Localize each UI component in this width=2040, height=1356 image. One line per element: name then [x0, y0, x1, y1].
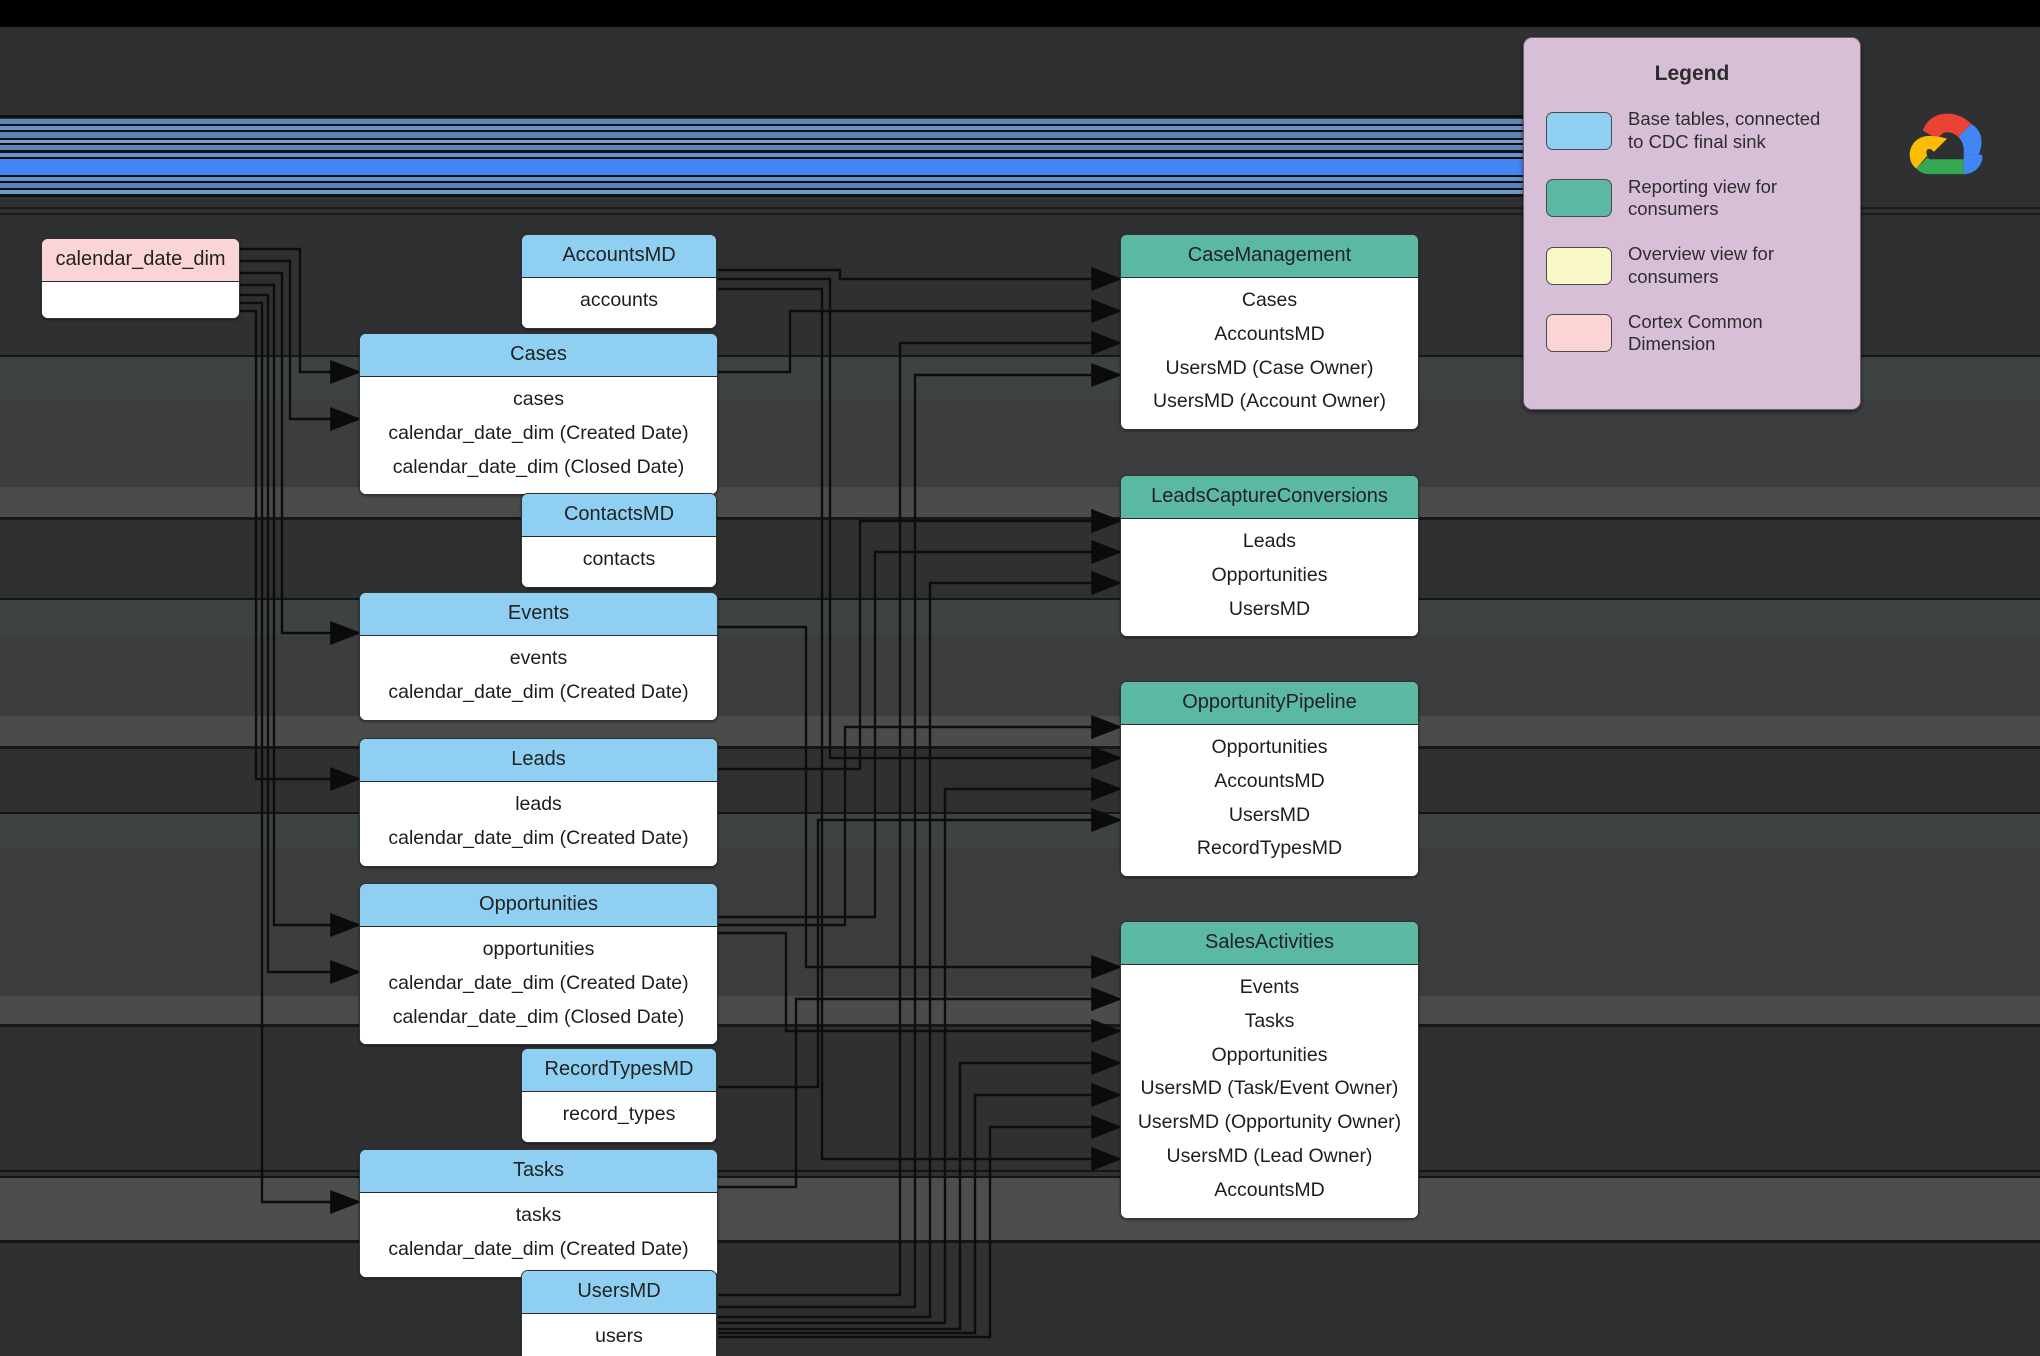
legend-item: Reporting view for consumers — [1546, 176, 1860, 222]
legend-label: Base tables, connected to CDC final sink — [1628, 108, 1821, 152]
entity-field: events — [509, 647, 568, 669]
entity-title-contactsmd: ContactsMD — [522, 494, 716, 537]
entity-field: UsersMD (Account Owner) — [1153, 390, 1386, 413]
entity-contactsmd[interactable]: ContactsMD contacts — [521, 493, 717, 588]
entity-field: Opportunities — [1211, 1043, 1328, 1066]
entity-title-tasks: Tasks — [360, 1150, 717, 1193]
entity-field: users — [595, 1325, 643, 1347]
entity-accountsmd[interactable]: AccountsMD accounts — [521, 234, 717, 329]
entity-title-usersmd: UsersMD — [522, 1271, 716, 1314]
entity-field: cases — [513, 388, 564, 410]
entity-tasks[interactable]: Tasks tasks calendar_date_dim (Created Dat… — [359, 1149, 718, 1278]
entity-field: Opportunities — [1211, 736, 1328, 758]
entity-field: Tasks — [1244, 1009, 1295, 1032]
entity-fields-opportunities: opportunities calendar_date_dim (Created … — [360, 927, 717, 1045]
entity-field: UsersMD — [1228, 803, 1311, 826]
entity-field: calendar_date_dim (Created Date) — [388, 826, 689, 849]
entity-field: accounts — [579, 289, 659, 311]
entity-title-recordtypesmd: RecordTypesMD — [522, 1049, 716, 1092]
entity-field: RecordTypesMD — [1196, 837, 1343, 860]
legend-label: Reporting view for consumers — [1628, 175, 1778, 220]
entity-fields-leads: leads calendar_date_dim (Created Date) — [360, 782, 717, 866]
legend-swatch — [1546, 179, 1612, 218]
entity-title-leadscaptureconversions: LeadsCaptureConversions — [1121, 476, 1418, 519]
legend-panel: Legend Base tables, connected to CDC fin… — [1523, 37, 1861, 410]
entity-title-opportunities: Opportunities — [360, 884, 717, 927]
entity-calendar_date_dim[interactable]: calendar_date_dim — [41, 238, 240, 319]
legend-swatch — [1546, 314, 1612, 353]
entity-fields-contactsmd: contacts — [522, 537, 716, 587]
entity-fields-tasks: tasks calendar_date_dim (Created Date) — [360, 1193, 717, 1277]
legend-swatch — [1546, 246, 1612, 285]
entity-field: calendar_date_dim (Created Date) — [388, 971, 689, 994]
entity-field: calendar_date_dim (Closed Date) — [392, 455, 685, 478]
entity-field: contacts — [582, 548, 656, 570]
entity-field: Opportunities — [1211, 563, 1328, 586]
relationship-connectors — [240, 247, 1123, 1339]
entity-usersmd[interactable]: UsersMD users — [521, 1270, 717, 1356]
entity-cases[interactable]: Cases cases calendar_date_dim (Created Dat… — [359, 333, 718, 496]
entity-field: record_types — [562, 1103, 676, 1125]
entity-opportunities[interactable]: Opportunities opportunities calendar_date_… — [359, 883, 718, 1046]
entity-fields-recordtypesmd: record_types — [522, 1092, 716, 1142]
entity-fields-events: events calendar_date_dim (Created Date) — [360, 636, 717, 720]
legend-item: Base tables, connected to CDC final sink — [1546, 108, 1860, 154]
google-cloud-logo — [1909, 113, 1983, 175]
entity-field: Events — [1239, 976, 1300, 998]
entity-title-calendar_date_dim: calendar_date_dim — [42, 239, 239, 282]
entity-title-accountsmd: AccountsMD — [522, 235, 716, 278]
legend-swatch — [1546, 111, 1612, 150]
entity-field: opportunities — [482, 938, 595, 960]
legend-label: Cortex Common Dimension — [1628, 310, 1763, 355]
entity-title-opportunitypipeline: OpportunityPipeline — [1121, 682, 1418, 725]
entity-title-events: Events — [360, 593, 717, 636]
entity-field: Leads — [1242, 530, 1297, 552]
entity-fields-calendar_date_dim — [42, 282, 239, 318]
entity-field: calendar_date_dim (Created Date) — [388, 680, 689, 703]
entity-fields-cases: cases calendar_date_dim (Created Date) cal… — [360, 377, 717, 495]
entity-field: Cases — [1241, 289, 1298, 311]
entity-title-salesactivities: SalesActivities — [1121, 922, 1418, 965]
legend-item: Overview view for consumers — [1546, 243, 1860, 289]
entity-field: tasks — [515, 1204, 562, 1226]
entity-title-leads: Leads — [360, 739, 717, 782]
entity-field: AccountsMD — [1214, 769, 1325, 792]
entity-recordtypesmd[interactable]: RecordTypesMD record_types — [521, 1048, 717, 1143]
entity-field: UsersMD (Case Owner) — [1165, 356, 1374, 379]
entity-fields-usersmd: users — [522, 1314, 716, 1356]
entity-field: AccountsMD — [1214, 322, 1325, 345]
entity-leads[interactable]: Leads leads calendar_date_dim (Created Dat… — [359, 738, 718, 867]
legend-label: Overview view for consumers — [1628, 243, 1774, 287]
legend-item: Cortex Common Dimension — [1546, 311, 1860, 357]
entity-title-casemanagement: CaseManagement — [1121, 235, 1418, 278]
entity-fields-accountsmd: accounts — [522, 278, 716, 328]
entity-field: UsersMD (Opportunity Owner) — [1137, 1111, 1402, 1134]
entity-field: calendar_date_dim (Created Date) — [388, 1237, 689, 1260]
entity-field: UsersMD — [1228, 597, 1311, 620]
entity-field: AccountsMD — [1214, 1178, 1325, 1201]
legend-title: Legend — [1654, 62, 1730, 85]
entity-field: UsersMD (Task/Event Owner) — [1140, 1077, 1399, 1100]
legend-rows: Base tables, connected to CDC final sink… — [1524, 108, 1860, 356]
entity-events[interactable]: Events events calendar_date_dim (Created D… — [359, 592, 718, 721]
blue-stripe-artifact — [0, 115, 1524, 197]
entity-field: calendar_date_dim (Created Date) — [388, 421, 689, 444]
entity-title-cases: Cases — [360, 334, 717, 377]
entity-field: calendar_date_dim (Closed Date) — [392, 1005, 685, 1028]
entity-field: UsersMD (Lead Owner) — [1166, 1145, 1373, 1168]
entity-field: leads — [515, 793, 562, 815]
